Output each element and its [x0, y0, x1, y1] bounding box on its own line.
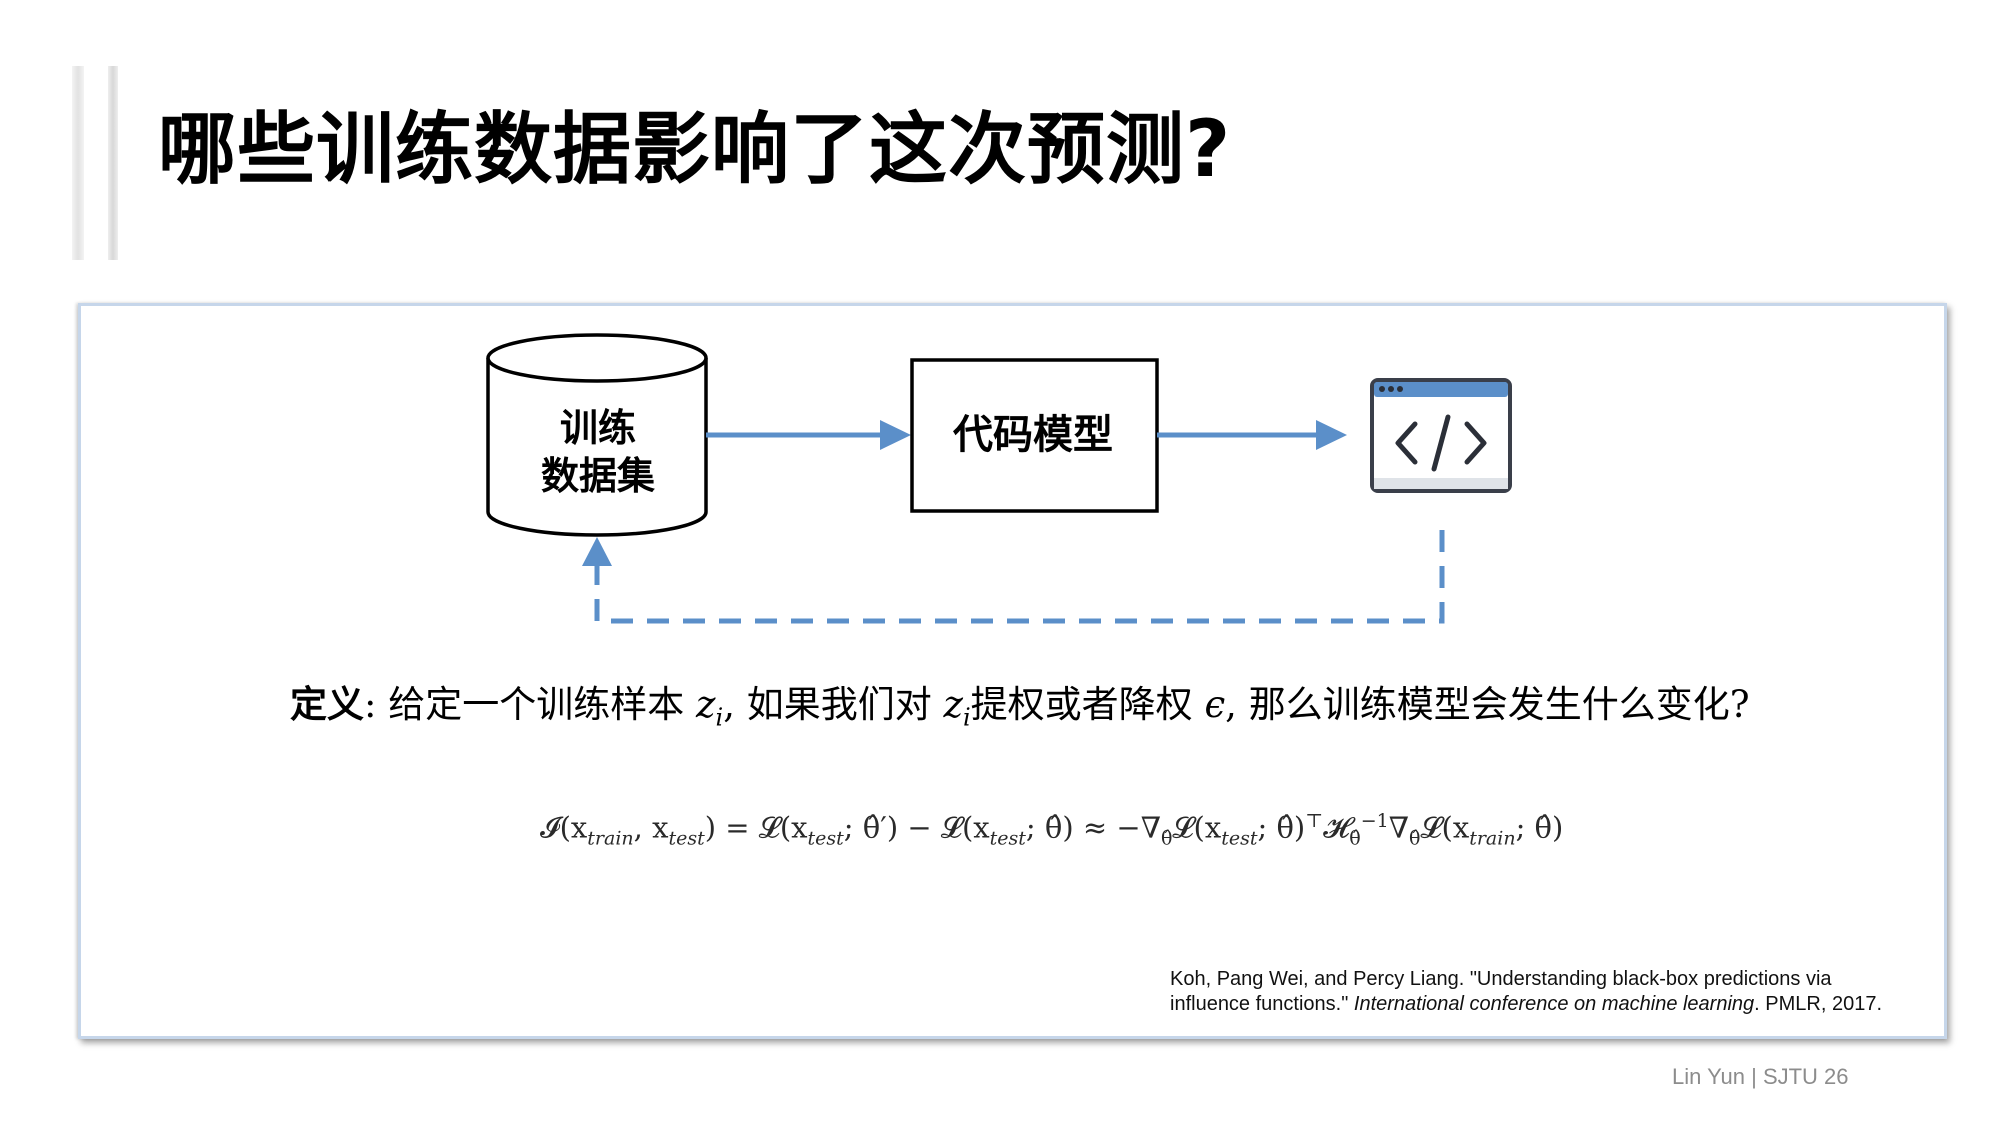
formula-token: ) =: [704, 810, 759, 845]
influence-formula: 𝓘(xtrain, xtest) = 𝓛(xtest; θ̂′) − 𝓛(xte…: [540, 810, 1600, 849]
feedback-dashed-arrow: [582, 530, 1445, 624]
formula-sub-train: train: [1469, 827, 1516, 850]
formula-sub-theta: θ̂: [1349, 827, 1361, 850]
formula-token: ; θ̂) ≈ −∇: [1025, 810, 1161, 845]
formula-sub-test: test: [807, 827, 844, 850]
formula-sub-train: train: [587, 827, 634, 850]
code-window-icon: [1370, 378, 1512, 493]
definition-part1: 给定一个训练样本: [388, 683, 696, 726]
accent-bar: [72, 66, 84, 260]
dataset-cylinder-icon: [486, 333, 708, 537]
formula-L: 𝓛: [758, 810, 780, 845]
var-epsilon: ϵ: [1204, 683, 1226, 726]
formula-L: 𝓛: [1172, 810, 1194, 845]
title-accent-bars: [72, 66, 120, 260]
citation-text: influence functions.": [1170, 993, 1354, 1015]
var-z-sub: i: [715, 703, 724, 732]
var-z: z: [943, 683, 963, 726]
citation-line2: influence functions." International conf…: [1170, 992, 1930, 1017]
dataset-label-line1: 训练: [559, 405, 636, 450]
formula-token: ; θ̂): [1515, 810, 1564, 845]
var-z-sub: i: [962, 703, 971, 732]
formula-token: (x: [1441, 810, 1470, 845]
arrow-dataset-to-model: [706, 420, 911, 450]
definition-term: 定义: [290, 682, 364, 726]
definition-part3: 提权或者降权: [970, 683, 1205, 726]
citation: Koh, Pang Wei, and Percy Liang. "Underst…: [1170, 967, 1930, 1017]
slide-title: 哪些训练数据影响了这次预测?: [158, 105, 1232, 195]
formula-sub-theta: θ̂: [1408, 827, 1421, 850]
formula-nabla: ∇: [1388, 810, 1409, 845]
accent-bar: [108, 66, 118, 260]
definition-part2: , 如果我们对: [723, 683, 944, 726]
formula-token: (x: [1193, 810, 1222, 845]
formula-I: 𝓘: [540, 810, 560, 845]
arrow-model-to-output: [1157, 420, 1347, 450]
formula-token: (x: [559, 810, 588, 845]
formula-sub-test: test: [989, 827, 1026, 850]
model-box: [910, 358, 1159, 513]
definition-text: 定义: 给定一个训练样本 zi, 如果我们对 zi提权或者降权 ϵ, 那么训练模…: [290, 674, 1850, 731]
formula-sub-theta: θ̂: [1160, 827, 1173, 850]
dataset-label: 训练 数据集: [488, 404, 708, 499]
var-z: z: [696, 683, 716, 726]
formula-transpose: ⊤: [1305, 810, 1324, 832]
formula-sub-test: test: [668, 827, 705, 850]
definition-colon: :: [364, 683, 377, 726]
formula-H: 𝓗: [1323, 810, 1350, 845]
formula-L: 𝓛: [1420, 810, 1442, 845]
slide-footer: Lin Yun | SJTU 26: [1672, 1064, 1849, 1089]
formula-sub-test: test: [1221, 827, 1258, 850]
formula-token: ; θ̂′) −: [843, 810, 941, 845]
citation-line1: Koh, Pang Wei, and Percy Liang. "Underst…: [1170, 968, 1832, 990]
model-label: 代码模型: [953, 411, 1113, 458]
formula-token: ; θ̂): [1257, 810, 1306, 845]
formula-inverse: −1: [1360, 810, 1389, 832]
citation-venue: International conference on machine lear…: [1353, 993, 1755, 1015]
formula-token: (x: [961, 810, 990, 845]
definition-part4: , 那么训练模型会发生什么变化?: [1225, 683, 1750, 726]
citation-text: . PMLR, 2017.: [1754, 993, 1882, 1015]
formula-token: (x: [779, 810, 808, 845]
formula-token: , x: [633, 810, 669, 845]
formula-L: 𝓛: [940, 810, 962, 845]
dataset-label-line2: 数据集: [540, 452, 655, 498]
